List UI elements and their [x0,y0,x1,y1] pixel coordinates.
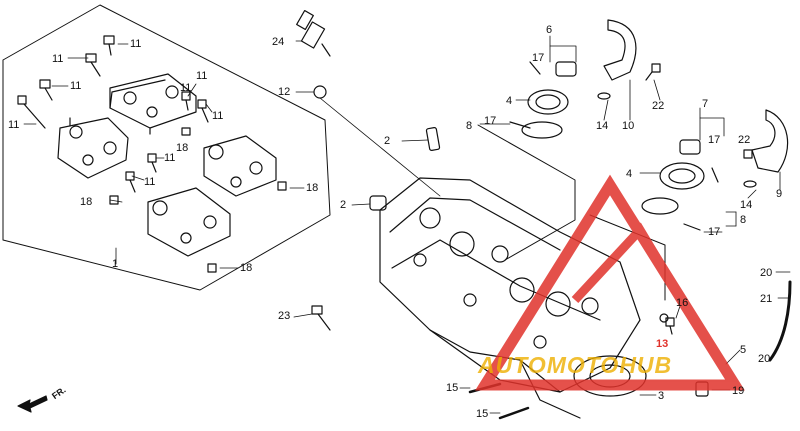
callout-7: 7 [702,98,709,110]
callout-14: 14 [740,199,753,211]
gasket-icon [521,121,563,139]
callout-22: 22 [738,134,751,146]
frame-group-8 [477,124,576,261]
callout-10: 10 [622,120,635,132]
bolt-icon [39,79,53,101]
nut-icon [313,85,327,99]
bolt-icon [645,63,661,81]
front-direction-arrow-icon [17,395,48,413]
callout-19: 19 [732,385,745,397]
bolt-icon [103,35,115,56]
camshaft-holder-lower [147,187,231,257]
callout-21: 21 [760,293,773,305]
valve-guide-icon [369,195,387,211]
callout-13: 13 [656,338,669,350]
callout-5: 5 [740,344,747,356]
camshaft-holder-right [203,135,277,197]
watermark-logo-icon [475,174,745,391]
bolt-icon [17,95,46,129]
callout-24: 24 [272,36,285,48]
frame-group-1 [2,4,331,291]
callout-2: 2 [340,199,347,211]
sensor-icon [555,61,577,77]
water-pipe-front [603,19,637,81]
bolt-icon [125,171,136,193]
callout-4: 4 [506,95,513,107]
o-ring-icon [597,92,611,100]
watermark-text: AUTOMOTOHUB [478,352,673,378]
callout-2: 2 [384,135,391,147]
callout-17: 17 [708,134,721,146]
callout-8: 8 [740,214,747,226]
callout-3: 3 [658,390,665,402]
callout-4: 4 [626,168,633,180]
breather-tube [768,280,792,362]
callout-11: 11 [212,110,224,122]
callout-9: 9 [776,188,783,200]
callout-14: 14 [596,120,609,132]
bolt-icon [743,149,753,159]
bolt-icon [197,99,209,123]
callout-11: 11 [180,82,192,94]
callout-11: 11 [196,70,208,82]
callout-1: 1 [112,258,119,270]
bolt-icon [181,91,191,111]
callout-17: 17 [532,52,545,64]
callout-11: 11 [144,176,156,188]
callout-11: 11 [130,38,142,50]
callout-11: 11 [164,152,176,164]
cover-lower [659,162,705,190]
callout-18: 18 [176,142,189,154]
cylinder-head [379,177,641,419]
camshaft-holder-upper [109,73,197,135]
callout-15: 15 [446,382,459,394]
dowel-pin-icon [277,181,287,191]
callout-23: 23 [278,310,291,322]
callout-11: 11 [8,119,20,131]
callout-11: 11 [52,53,64,65]
callout-11: 11 [70,80,82,92]
callout-20: 20 [758,353,771,365]
o-ring-icon [743,180,757,188]
valve-guide-icon [425,127,441,151]
callout-15: 15 [476,408,489,420]
callout-18: 18 [240,262,253,274]
sensor-icon [679,139,701,155]
washer-icon [659,313,669,323]
dowel-pin-icon [207,263,217,273]
cover-upper [527,89,569,115]
callout-17: 17 [484,115,497,127]
callout-8: 8 [466,120,473,132]
callout-17: 17 [708,226,721,238]
camshaft-holder-left [57,117,129,179]
spark-plug-icon [296,9,331,57]
gasket-icon [641,197,679,215]
callout-20: 20 [760,267,773,279]
bolt-icon [311,305,331,331]
callout-22: 22 [652,100,665,112]
callout-6: 6 [546,24,553,36]
dowel-pin-icon [181,127,191,136]
water-pipe-rear [751,109,789,173]
callout-12: 12 [278,86,291,98]
callout-18: 18 [306,182,319,194]
callout-18: 18 [80,196,93,208]
bolt-icon [147,153,157,173]
callout-16: 16 [676,297,689,309]
bolt-icon [85,53,101,77]
